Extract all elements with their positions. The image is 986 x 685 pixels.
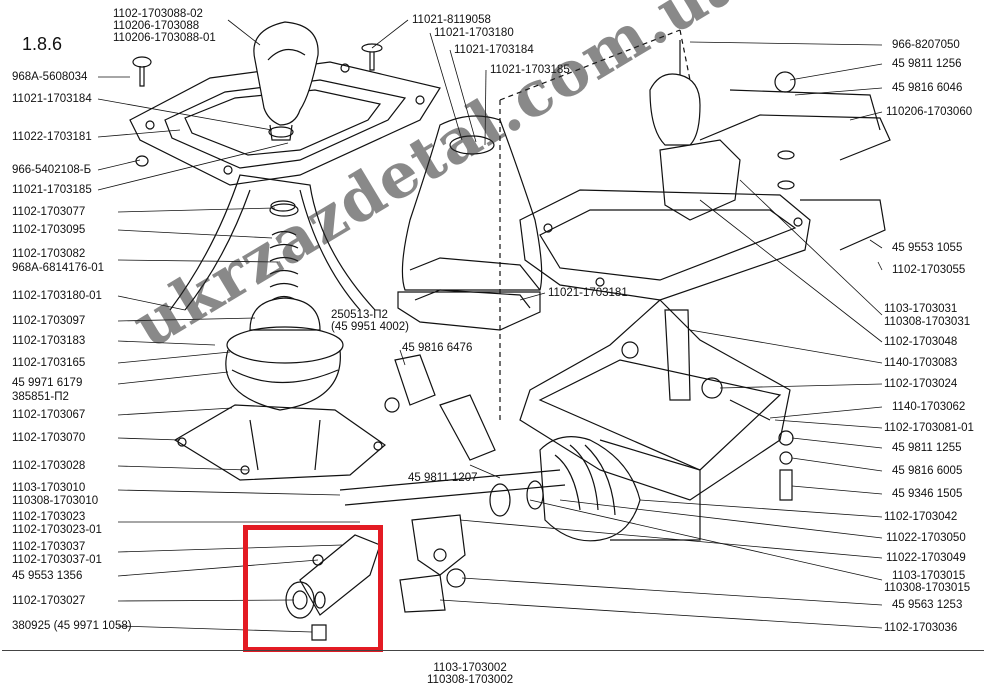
left-part-label: 966-5402108-Б [12, 164, 92, 176]
leader-lines-right [439, 41, 883, 629]
right-part-label: 966-8207050 [892, 39, 960, 51]
left-part-label: 1102-1703037 [12, 541, 86, 553]
left-part-label: 11021-1703184 [12, 93, 92, 105]
left-part-label: 1102-1703077 [12, 206, 86, 218]
top-part-label: 11021-8119058 [412, 14, 491, 26]
left-part-label: 1102-1703070 [12, 432, 86, 444]
right-part-label: 45 9563 1253 [892, 599, 963, 611]
right-part-label: 110206-1703060 [886, 106, 973, 118]
right-part-label: 1102-1703042 [884, 511, 958, 523]
left-part-label: 1102-1703183 [12, 335, 86, 347]
right-part-label: 45 9816 6046 [892, 82, 963, 94]
right-part-label: 45 9346 1505 [892, 488, 963, 500]
left-part-label: 1102-1703027 [12, 595, 86, 607]
center-part-label: 250513-П2 [331, 309, 388, 321]
right-part-label: 1140-1703083 [884, 357, 958, 369]
right-part-label: 1140-1703062 [892, 401, 966, 413]
right-part-label: 1102-1703048 [884, 336, 958, 348]
left-part-label: 1102-1703082 [12, 248, 86, 260]
right-part-label: 110308-1703031 [884, 316, 971, 328]
right-part-label: 11022-1703050 [886, 532, 966, 544]
right-part-label: 45 9811 1256 [892, 58, 962, 70]
leader-lines-left [97, 76, 360, 633]
right-part-label: 1102-1703024 [884, 378, 958, 390]
center-part-label: 45 9811 1207 [408, 472, 478, 484]
assembly-part-number-line: 110308-1703002 [427, 674, 514, 685]
fasteners-left [132, 43, 383, 212]
left-part-label: 11021-1703185 [12, 184, 92, 196]
right-part-label: 1103-1703015 [892, 570, 966, 582]
assembly-part-number-line: 1103-1703002 [433, 662, 507, 674]
shift-mechanism-housing [519, 40, 891, 501]
bottom-divider [2, 650, 984, 651]
left-part-label: 45 9553 1356 [12, 570, 83, 582]
left-part-label: 1102-1703037-01 [12, 554, 102, 566]
left-part-label: 968А-5608034 [12, 71, 88, 83]
right-part-label: 1102-1703055 [892, 264, 966, 276]
right-part-label: 1102-1703081-01 [884, 422, 974, 434]
center-part-label: 11021-1703181 [548, 287, 628, 299]
leader-lines-top [227, 19, 546, 479]
top-part-label: 11021-1703180 [434, 27, 514, 39]
left-part-label: 110308-1703010 [12, 495, 99, 507]
left-part-label: 1102-1703023 [12, 511, 86, 523]
left-part-label: 1102-1703165 [12, 357, 86, 369]
left-part-label: 1102-1703023-01 [12, 524, 102, 536]
right-part-label: 45 9816 6005 [892, 465, 963, 477]
figure-number: 1.8.6 [22, 34, 63, 54]
right-part-label: 45 9553 1055 [892, 242, 963, 254]
right-part-label: 110308-1703015 [884, 582, 971, 594]
right-part-label: 45 9811 1255 [892, 442, 962, 454]
cover-plate-assembly [129, 21, 441, 186]
gear-lever-boot [169, 174, 386, 481]
left-part-label: 11022-1703181 [12, 131, 92, 143]
shift-rod-and-bellows [339, 354, 701, 613]
left-part-label: 1102-1703095 [12, 224, 86, 236]
highlight-box [243, 525, 383, 652]
top-part-label: 1102-1703088-02 [113, 8, 203, 20]
left-part-label: 1102-1703067 [12, 409, 86, 421]
left-part-label: 1103-1703010 [12, 482, 86, 494]
top-part-label: 11021-1703185 [490, 64, 570, 76]
top-part-label: 11021-1703184 [454, 44, 534, 56]
left-part-label: 385851-П2 [12, 391, 69, 403]
top-part-label: 110206-1703088 [113, 20, 200, 32]
left-part-label: 45 9971 6179 [12, 377, 83, 389]
left-part-label: 1102-1703028 [12, 460, 86, 472]
right-part-label: 1103-1703031 [884, 303, 958, 315]
center-part-label: (45 9951 4002) [331, 321, 410, 333]
right-part-label: 11022-1703049 [886, 552, 966, 564]
left-part-label: 1102-1703180-01 [12, 290, 102, 302]
left-part-label: 1102-1703097 [12, 315, 86, 327]
left-part-label: 380925 (45 9971 1058) [12, 620, 132, 632]
left-part-label: 968А-6814176-01 [12, 262, 105, 274]
right-part-label: 1102-1703036 [884, 622, 958, 634]
center-part-label: 45 9816 6476 [402, 342, 473, 354]
assembly-part-number: 1103-1703002 110308-1703002 [427, 662, 513, 685]
top-part-label: 110206-1703088-01 [113, 32, 216, 44]
